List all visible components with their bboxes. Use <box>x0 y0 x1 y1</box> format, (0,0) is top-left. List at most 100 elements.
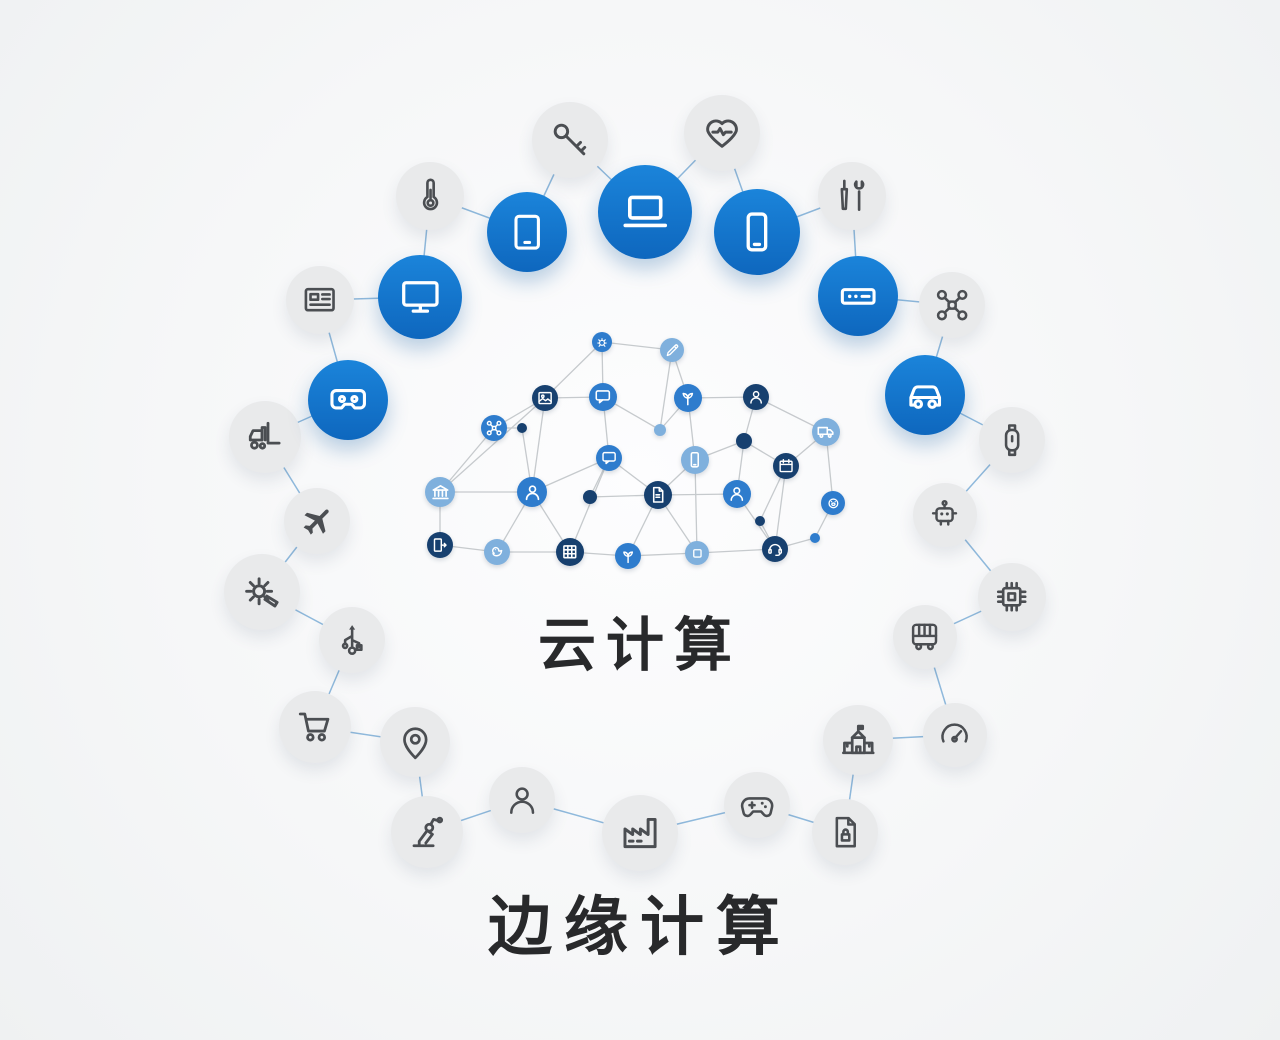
ring-node-vr-headset <box>308 360 388 440</box>
duck-icon <box>484 539 510 565</box>
cloud-node-calendar <box>773 453 799 479</box>
wire <box>569 457 610 553</box>
chip-icon <box>978 563 1046 631</box>
cloud-node-dot <box>517 423 527 433</box>
ring-node-robot <box>913 483 977 547</box>
image-icon <box>532 385 558 411</box>
phone-icon <box>714 189 800 275</box>
ring-node-fitness-band <box>979 407 1045 473</box>
watch-icon <box>979 407 1045 473</box>
cloud-node-headset <box>762 536 788 562</box>
cloud-node-exit <box>427 532 453 558</box>
robotarm-icon <box>391 796 463 868</box>
cloud-node-bank <box>425 477 455 507</box>
newspaper-icon <box>286 266 354 334</box>
calendar-icon <box>773 453 799 479</box>
doc-icon <box>644 481 672 509</box>
server-icon <box>818 256 898 336</box>
ring-node-school-building <box>823 705 893 775</box>
robot-icon <box>913 483 977 547</box>
ring-node-bus <box>893 605 957 669</box>
cloud-node-drone <box>481 415 507 441</box>
monitor-icon <box>378 255 462 339</box>
cloud-node-dot <box>654 424 666 436</box>
cloud-node-duck <box>484 539 510 565</box>
ring-node-gauge <box>923 703 987 767</box>
ring-node-thermometer <box>396 162 464 230</box>
ring-node-person <box>489 767 555 833</box>
ring-node-factory <box>602 795 678 871</box>
airplane-icon <box>284 488 350 554</box>
phone-icon <box>681 446 709 474</box>
cloud-node-plant <box>615 543 641 569</box>
cloud-node-dot <box>583 490 597 504</box>
ring-node-shopping-cart <box>279 691 351 763</box>
ring-node-forklift <box>229 401 301 473</box>
gearwrench-icon <box>224 554 300 630</box>
headset-icon <box>762 536 788 562</box>
cloud-node-plant <box>674 384 702 412</box>
cloud-node-chat <box>596 445 622 471</box>
wire <box>694 459 698 554</box>
bus-icon <box>893 605 957 669</box>
cloud-node-pig <box>821 491 845 515</box>
pin-icon <box>380 707 450 777</box>
wire <box>774 465 787 550</box>
grid-icon <box>556 538 584 566</box>
ring-node-usb-connector <box>319 607 385 673</box>
ring-node-game-controller <box>724 772 790 838</box>
cart-icon <box>279 691 351 763</box>
ring-node-server-box <box>818 256 898 336</box>
cloud-computing-label: 云计算 <box>537 611 742 679</box>
forklift-icon <box>229 401 301 473</box>
cloud-node-phone <box>681 446 709 474</box>
ring-node-car <box>885 355 965 435</box>
edge-computing-label: 边缘计算 <box>488 891 792 965</box>
cloud-node-image <box>532 385 558 411</box>
ring-node-drone <box>919 272 985 338</box>
document-icon <box>812 799 878 865</box>
car-icon <box>885 355 965 435</box>
heart-icon <box>684 95 760 171</box>
ring-node-location-pin <box>380 707 450 777</box>
cloud-node-chat <box>589 383 617 411</box>
cloud-node-dot <box>810 533 820 543</box>
exit-icon <box>427 532 453 558</box>
key-icon <box>532 102 608 178</box>
ring-node-robot-arm <box>391 796 463 868</box>
cloud-node-dot <box>736 433 752 449</box>
person-icon <box>489 767 555 833</box>
pig-icon <box>821 491 845 515</box>
thermometer-icon <box>396 162 464 230</box>
cloud-node-dot <box>755 516 765 526</box>
factory-icon <box>602 795 678 871</box>
ring-node-desktop-monitor <box>378 255 462 339</box>
wire <box>439 397 546 493</box>
plant-icon <box>674 384 702 412</box>
ring-node-gear-wrench <box>224 554 300 630</box>
ring-node-chip <box>978 563 1046 631</box>
chat-icon <box>589 383 617 411</box>
laptop-icon <box>598 165 692 259</box>
tools-icon <box>818 162 886 230</box>
chat-icon <box>596 445 622 471</box>
vr-icon <box>308 360 388 440</box>
drone-icon <box>919 272 985 338</box>
ring-node-secure-document <box>812 799 878 865</box>
person-icon <box>723 480 751 508</box>
plant-icon <box>615 543 641 569</box>
cloud-node-pencil <box>660 338 684 362</box>
cloud-node-grid <box>556 538 584 566</box>
ring-node-key <box>532 102 608 178</box>
ring-node-tablet <box>487 192 567 272</box>
cloud-node-doc <box>644 481 672 509</box>
person-icon <box>517 477 547 507</box>
wire <box>659 349 673 431</box>
cloud-node-truck <box>812 418 840 446</box>
cloud-node-bug <box>592 332 612 352</box>
ring-node-airplane <box>284 488 350 554</box>
cloud-node-person <box>517 477 547 507</box>
ring-node-newspaper <box>286 266 354 334</box>
cloud-node-person <box>723 480 751 508</box>
